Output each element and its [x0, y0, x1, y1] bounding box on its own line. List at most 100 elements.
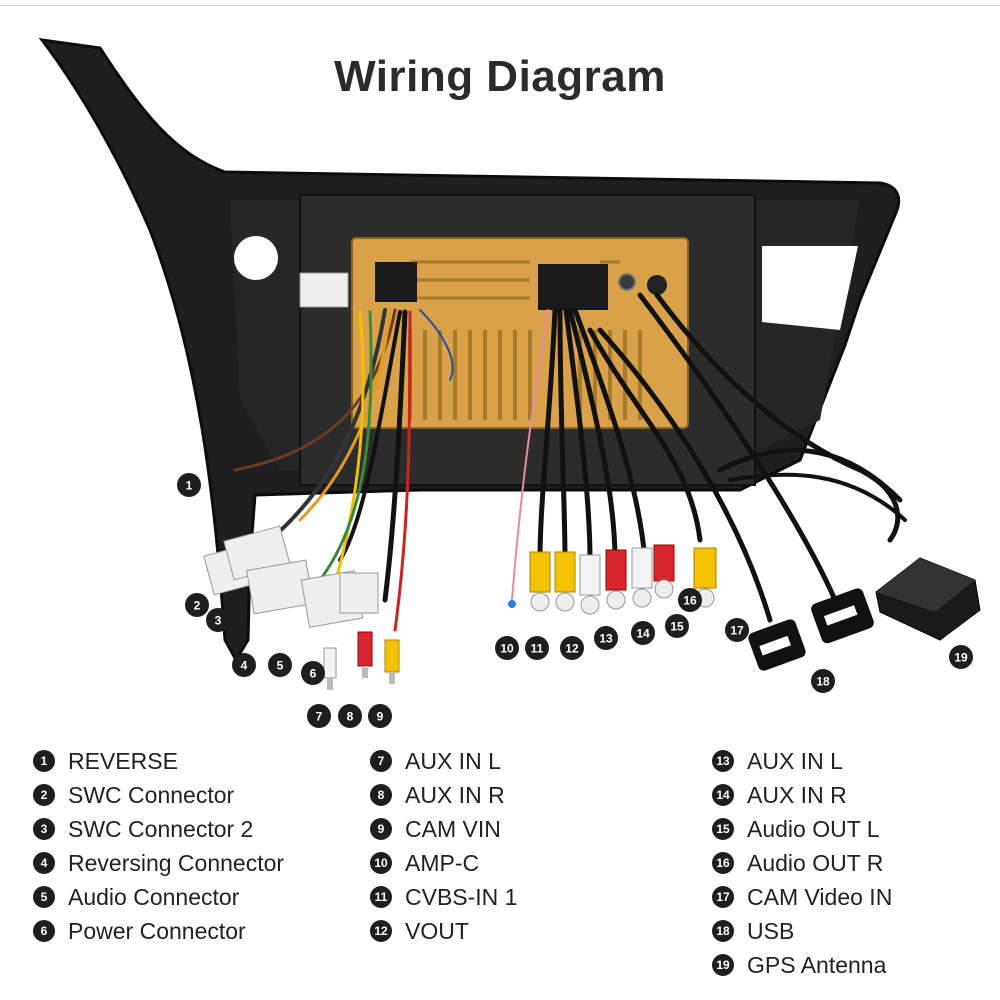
- legend-item: 9 CAM VIN: [370, 812, 517, 846]
- legend-number-badge: 2: [33, 784, 55, 806]
- legend-item: 6 Power Connector: [33, 914, 284, 948]
- svg-text:13: 13: [599, 632, 613, 646]
- callout-4: 4: [232, 653, 256, 677]
- callout-13: 13: [594, 626, 618, 650]
- svg-text:12: 12: [565, 642, 579, 656]
- legend-label: Audio Connector: [68, 883, 240, 910]
- legend-label: AUX IN R: [747, 781, 847, 808]
- callout-14: 14: [631, 621, 655, 645]
- callout-11: 11: [525, 636, 549, 660]
- callout-2: 2: [185, 593, 209, 617]
- legend-item: 19 GPS Antenna: [712, 948, 892, 982]
- legend-number-badge: 4: [33, 852, 55, 874]
- svg-text:2: 2: [194, 599, 201, 613]
- callout-17: 17: [725, 618, 749, 642]
- svg-text:11: 11: [531, 642, 544, 656]
- legend-label: Audio OUT L: [747, 815, 880, 842]
- legend-label: VOUT: [405, 917, 469, 944]
- legend-item: 17 CAM Video IN: [712, 880, 892, 914]
- legend-number-badge: 3: [33, 818, 55, 840]
- legend-label: Reversing Connector: [68, 849, 285, 876]
- legend-item: 7 AUX IN L: [370, 744, 517, 778]
- legend-number-badge: 15: [712, 818, 734, 840]
- callout-7: 7: [307, 704, 331, 728]
- legend-label: AUX IN L: [405, 747, 501, 774]
- callout-3: 3: [206, 608, 230, 632]
- legend-number-badge: 1: [33, 750, 55, 772]
- legend-item: 10 AMP-C: [370, 846, 517, 880]
- legend-item: 3 SWC Connector 2: [33, 812, 284, 846]
- legend-label: Power Connector: [68, 917, 246, 944]
- legend-number-badge: 14: [712, 784, 734, 806]
- callout-5: 5: [268, 653, 292, 677]
- legend-number-badge: 9: [370, 818, 392, 840]
- svg-text:15: 15: [670, 620, 684, 634]
- legend-number-badge: 12: [370, 920, 392, 942]
- legend-number-badge: 16: [712, 852, 734, 874]
- callout-16: 16: [678, 588, 702, 612]
- svg-text:16: 16: [683, 594, 697, 608]
- white-connectors: [203, 272, 379, 628]
- legend-label: Audio OUT R: [747, 849, 884, 876]
- svg-text:3: 3: [215, 614, 222, 628]
- legend-number-badge: 17: [712, 886, 734, 908]
- callout-1: 1: [177, 473, 201, 497]
- svg-text:9: 9: [377, 710, 384, 724]
- vent-opening: [762, 246, 858, 330]
- legend-number-badge: 13: [712, 750, 734, 772]
- svg-text:7: 7: [316, 710, 323, 724]
- legend-label: AMP-C: [405, 849, 480, 876]
- callout-19: 19: [949, 645, 973, 669]
- callout-18: 18: [811, 669, 835, 693]
- legend-label: CAM Video IN: [747, 883, 893, 910]
- legend-number-badge: 18: [712, 920, 734, 942]
- page-title: Wiring Diagram: [334, 52, 666, 101]
- legend-number-badge: 7: [370, 750, 392, 772]
- rca-plugs: [323, 544, 717, 690]
- callout-10: 10: [495, 636, 519, 660]
- callout-8: 8: [338, 704, 362, 728]
- svg-text:8: 8: [347, 710, 354, 724]
- legend-label: GPS Antenna: [747, 951, 887, 978]
- top-divider: [0, 5, 1000, 6]
- legend-number-badge: 19: [712, 954, 734, 976]
- callout-6: 6: [301, 661, 325, 685]
- legend-item: 4 Reversing Connector: [33, 846, 284, 880]
- head-unit: [351, 237, 689, 429]
- legend-item: 12 VOUT: [370, 914, 517, 948]
- svg-text:6: 6: [310, 667, 317, 681]
- svg-text:5: 5: [277, 659, 284, 673]
- svg-text:19: 19: [954, 651, 968, 665]
- callout-9: 9: [368, 704, 392, 728]
- svg-text:18: 18: [816, 675, 830, 689]
- svg-text:10: 10: [500, 642, 514, 656]
- legend-item: 16 Audio OUT R: [712, 846, 892, 880]
- svg-text:1: 1: [186, 479, 193, 493]
- legend-label: USB: [747, 917, 795, 944]
- legend-label: AUX IN R: [405, 781, 505, 808]
- legend-number-badge: 8: [370, 784, 392, 806]
- wire-harness: [233, 292, 907, 632]
- legend-label: CAM VIN: [405, 815, 501, 842]
- legend-number-badge: 10: [370, 852, 392, 874]
- legend-label: SWC Connector 2: [68, 815, 254, 842]
- svg-text:17: 17: [730, 624, 744, 638]
- legend-label: CVBS-IN 1: [405, 883, 518, 910]
- legend-item: 8 AUX IN R: [370, 778, 517, 812]
- legend-item: 18 USB: [712, 914, 892, 948]
- svg-text:4: 4: [241, 659, 248, 673]
- gps-antenna: [875, 557, 981, 641]
- callout-15: 15: [665, 614, 689, 638]
- usb-connectors: [748, 588, 874, 671]
- legend-number-badge: 6: [33, 920, 55, 942]
- legend-item: 14 AUX IN R: [712, 778, 892, 812]
